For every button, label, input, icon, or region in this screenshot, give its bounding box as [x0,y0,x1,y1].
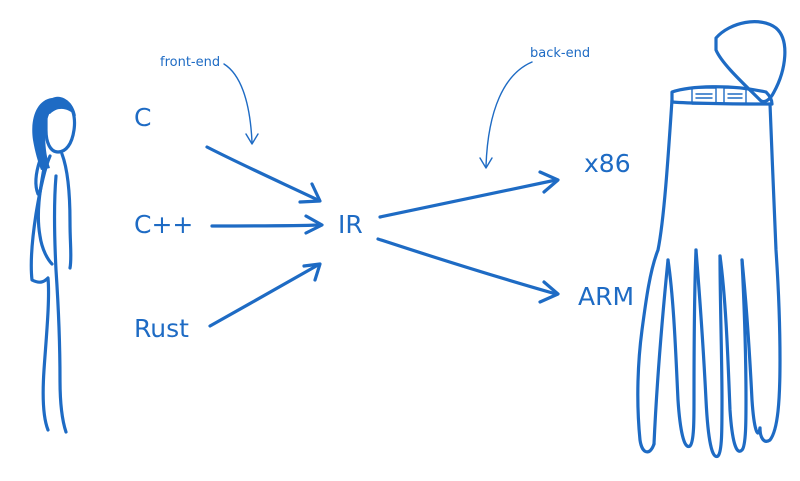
person-figure-icon [29,96,77,434]
ir-label: IR [338,210,363,239]
arrow-ir-to-arm [376,237,558,296]
back-end-annotation: back-end [530,46,590,61]
target-x86-label: x86 [584,149,631,178]
arrow-ir-to-x86 [378,178,558,219]
octopus-machine-icon [636,20,787,459]
back-end-pointer [485,61,533,167]
frontend-arrows [205,145,324,328]
language-c-label: C [134,103,151,132]
language-rust-label: Rust [134,314,189,343]
target-arm-label: ARM [578,282,634,311]
backend-arrows [376,170,560,304]
front-end-annotation: front-end [160,55,220,70]
arrow-rust-to-ir [208,263,320,328]
language-cpp-label: C++ [134,210,193,239]
arrow-c-to-ir [205,145,320,202]
front-end-pointer [223,63,253,143]
arrow-cpp-to-ir [210,223,322,228]
